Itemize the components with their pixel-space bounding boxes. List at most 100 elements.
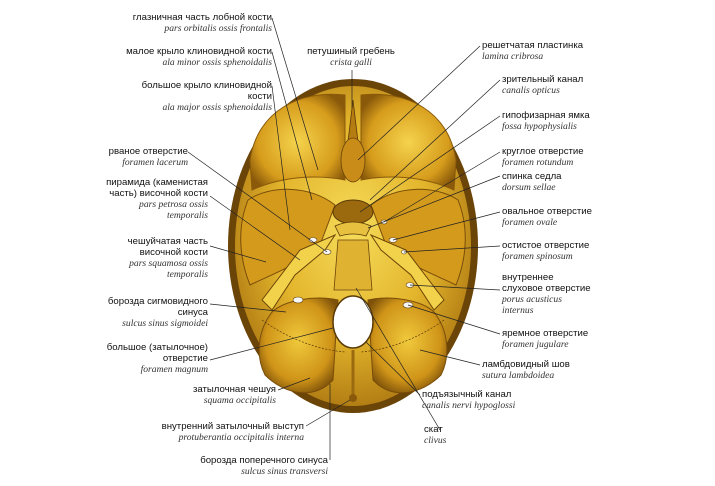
clivus (333, 239, 373, 291)
label-ru: затылочная чешуя (192, 384, 276, 395)
label-sutura-lambdoidea: ламбдовидный шов sutura lambdoidea (482, 359, 632, 381)
label-canalis-hypoglossi: подъязычный канал canalis nervi hypoglos… (422, 389, 572, 411)
label-ru: зрительный канал (502, 74, 584, 85)
dorsum-sellae (334, 221, 372, 237)
leader-ala-major (271, 85, 291, 231)
label-canalis-opticus: зрительный канал canalis opticus (502, 74, 652, 96)
leader-pars-squamosa (209, 245, 267, 263)
label-squama-occipitalis: затылочная чешуя squama occipitalis (126, 384, 276, 406)
label-la: fossa hypophysialis (502, 121, 577, 132)
label-ru: ламбдовидный шов (482, 359, 570, 370)
label-la: ala major ossis sphenoidalis (162, 102, 272, 113)
label-la: sutura lambdoidea (482, 370, 555, 381)
label-la: sulcus sinus transversi (241, 466, 328, 477)
label-la: sulcus sinus sigmoidei (122, 318, 208, 329)
leader-foramen-spinosum (403, 245, 501, 253)
foramen-ovale-left (308, 237, 318, 243)
petrous-ridge-right (369, 233, 445, 311)
leader-foramen-rotundum (383, 151, 501, 223)
label-la: canalis nervi hypoglossi (422, 400, 516, 411)
label-ru: петушиный гребень (307, 46, 395, 57)
label-pars-petrosa: пирамида (каменистая часть) височной кос… (58, 177, 208, 221)
label-ru: большое (затылочное) отверстие (106, 342, 208, 364)
label-la: lamina cribrosa (482, 51, 544, 62)
label-foramen-spinosum: остистое отверстие foramen spinosum (502, 240, 652, 262)
label-ru: внутреннее слуховое отверстие (502, 272, 591, 294)
leader-foramen-magnum (209, 327, 334, 361)
leader-ala-minor (271, 51, 313, 201)
label-crista-galli: петушиный гребень crista galli (276, 46, 426, 68)
leader-foramen-ovale (392, 211, 501, 241)
leader-canalis-hypoglossi (365, 341, 421, 396)
leader-dorsum-sellae (367, 175, 501, 229)
label-la: foramen rotundum (502, 157, 574, 168)
anterior-fossa-right (360, 93, 457, 191)
label-la: foramen ovale (502, 217, 558, 228)
label-ru: большое крыло клиновидной кости (141, 80, 272, 102)
label-la: foramen lacerum (122, 157, 188, 168)
leader-lamina-cribrosa (357, 45, 481, 161)
leader-sutura-lambdoidea (419, 349, 481, 366)
leader-foramen-jugulare (407, 304, 501, 335)
label-la: foramen jugulare (502, 339, 569, 350)
protuberantia-occipitalis-interna (349, 394, 357, 402)
label-foramen-rotundum: круглое отверстие foramen rotundum (502, 146, 652, 168)
fossa-hypophysialis (332, 199, 374, 225)
label-la: crista galli (330, 57, 372, 68)
label-ru: круглое отверстие (502, 146, 584, 157)
posterior-fossa-left (258, 297, 339, 394)
label-ala-major: большое крыло клиновидной кости ala majo… (122, 80, 272, 113)
label-la: canalis opticus (502, 85, 560, 96)
label-ru: овальное отверстие (502, 206, 592, 217)
label-clivus: скат clivus (424, 424, 574, 446)
anterior-fossa-left (249, 93, 346, 191)
label-foramen-lacerum: рваное отверстие foramen lacerum (38, 146, 188, 168)
label-la: pars squamosa ossis temporalis (129, 258, 208, 280)
label-ru: гипофизарная ямка (502, 110, 590, 121)
label-ru: подъязычный канал (422, 389, 512, 400)
label-ru: решетчатая пластинка (482, 40, 584, 51)
leader-squama-occipitalis (277, 377, 311, 391)
label-ru: внутренний затылочный выступ (161, 421, 304, 432)
label-la: porus acusticus internus (502, 294, 562, 316)
leader-lines (187, 17, 501, 460)
sutura-lambdoidea (261, 319, 445, 353)
label-protuberantia: внутренний затылочный выступ protuberant… (154, 421, 304, 443)
label-la: pars orbitalis ossis frontalis (164, 23, 272, 34)
label-fossa-hypophysialis: гипофизарная ямка fossa hypophysialis (502, 110, 652, 132)
label-sulcus-transversi: борозда поперечного синуса sulcus sinus … (178, 455, 328, 477)
label-ru: яремное отверстие (502, 328, 589, 339)
label-ru: малое крыло клиновидной кости (126, 46, 272, 57)
label-la: pars petrosa ossis temporalis (139, 199, 208, 221)
label-la: foramen spinosum (502, 251, 573, 262)
label-ru: глазничная часть лобной кости (132, 12, 272, 23)
leader-canalis-opticus (369, 79, 501, 201)
label-la: ala minor ossis sphenoidalis (162, 57, 272, 68)
label-sulcus-sigmoidei: борозда сигмовидного синуса sulcus sinus… (58, 296, 208, 329)
label-pars-squamosa: чешуйчатая часть височной кости pars squ… (58, 236, 208, 280)
label-ru: рваное отверстие (108, 146, 188, 157)
leader-pars-orbitalis (271, 17, 319, 171)
label-la: protuberantia occipitalis interna (178, 432, 304, 443)
label-ru: борозда сигмовидного синуса (107, 296, 208, 318)
label-ala-minor: малое крыло клиновидной кости ala minor … (122, 46, 272, 68)
label-la: squama occipitalis (203, 395, 276, 406)
leader-pars-petrosa (209, 195, 301, 261)
leader-fossa-hypophysialis (359, 115, 501, 213)
foramen-jugulare-left (292, 296, 304, 304)
label-la: clivus (424, 435, 447, 446)
label-ru: спинка седла (502, 171, 562, 182)
label-la: foramen magnum (140, 364, 208, 375)
label-dorsum-sellae: спинка седла dorsum sellae (502, 171, 652, 193)
leader-sulcus-sigmoidei (209, 303, 287, 313)
label-lamina-cribrosa: решетчатая пластинка lamina cribrosa (482, 40, 632, 62)
label-la: dorsum sellae (502, 182, 556, 193)
leader-protuberantia (305, 399, 351, 427)
label-pars-orbitalis: глазничная часть лобной кости pars orbit… (122, 12, 272, 34)
label-ru: пирамида (каменистая часть) височной кос… (106, 177, 208, 199)
leader-foramen-lacerum (187, 151, 328, 253)
label-foramen-jugulare: яремное отверстие foramen jugulare (502, 328, 652, 350)
lamina-cribrosa (340, 137, 366, 183)
label-porus-acusticus: внутреннее слуховое отверстие porus acus… (502, 272, 652, 316)
